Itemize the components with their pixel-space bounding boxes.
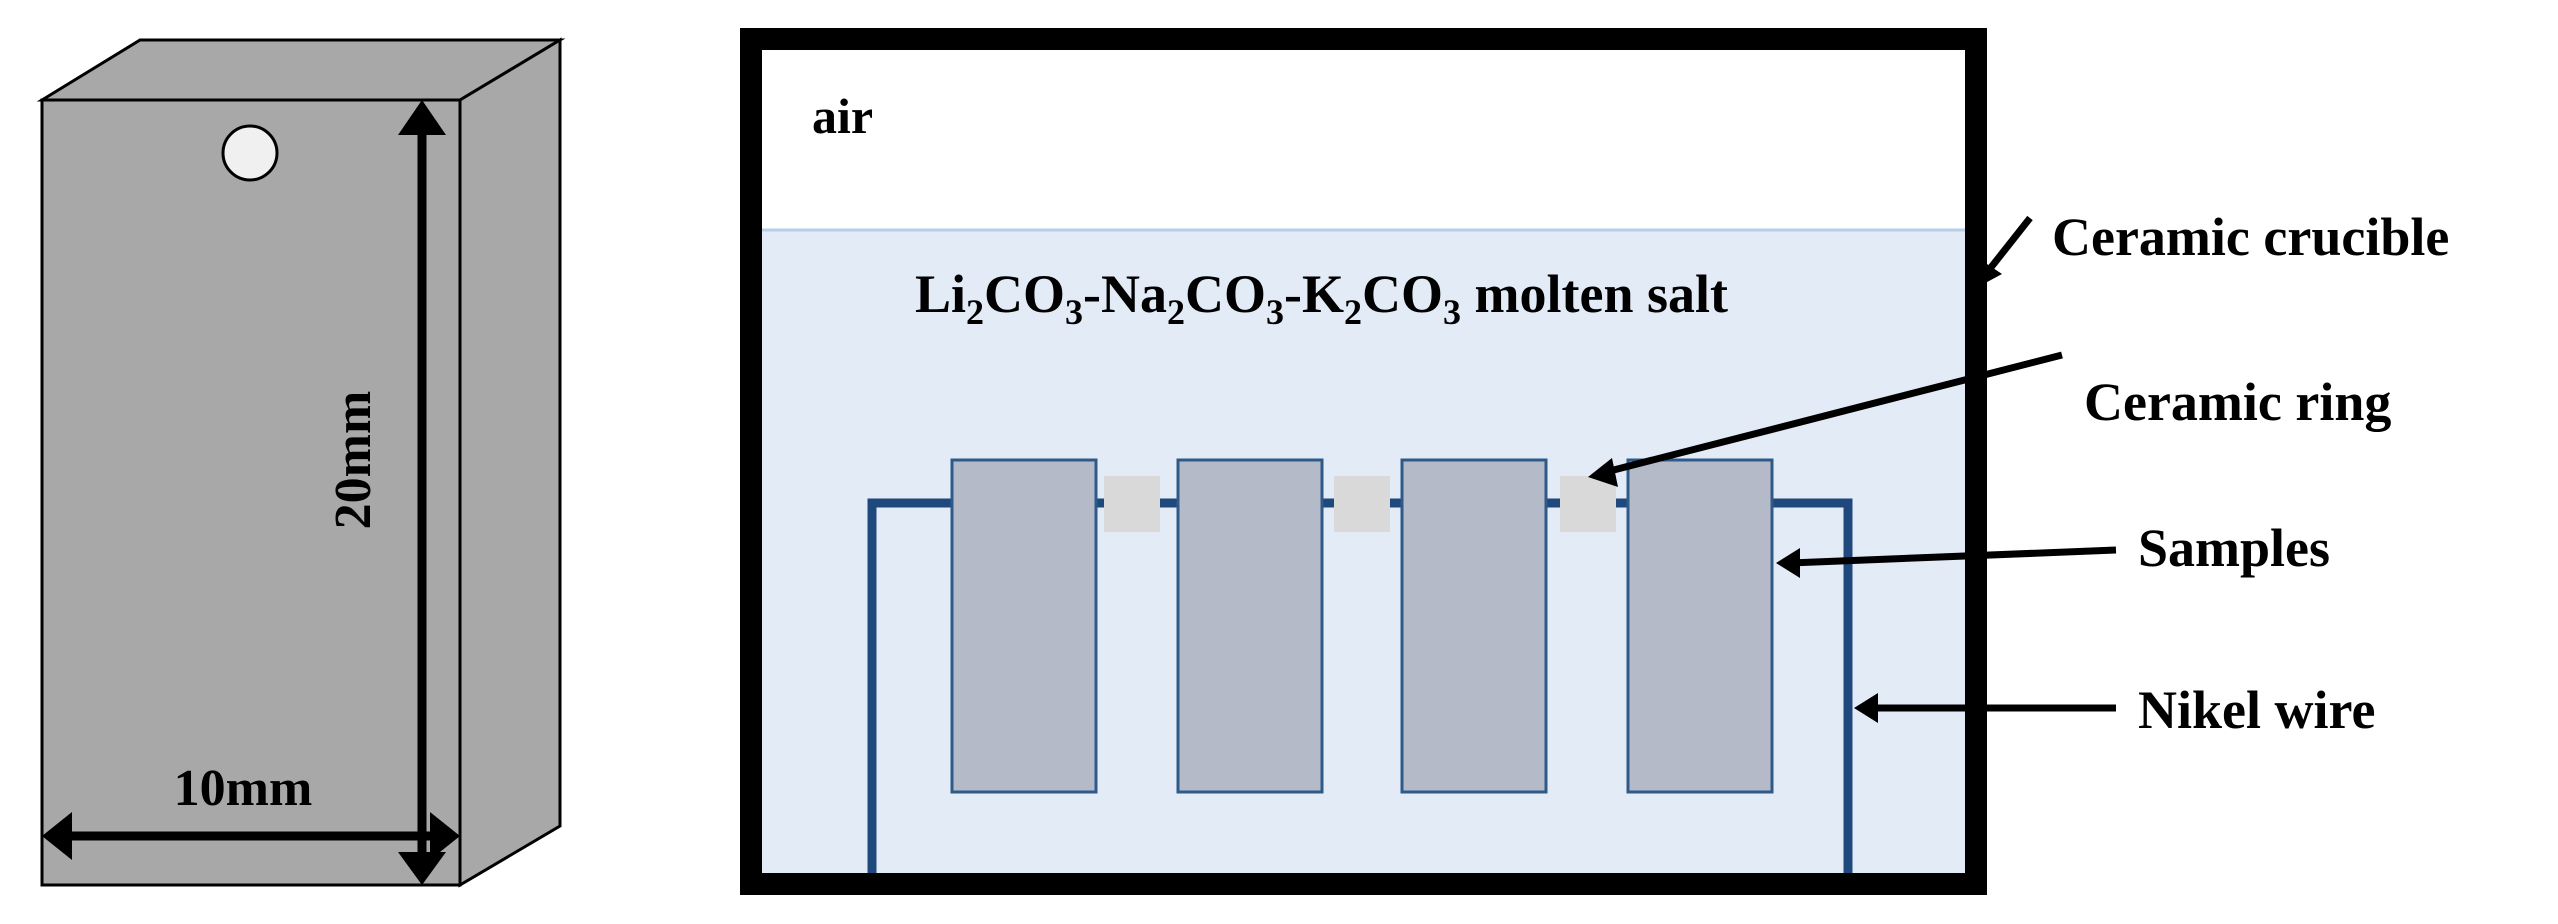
ceramic-ring [1560,476,1616,532]
sample-plate [1400,458,1548,794]
molten-salt-region [762,230,1965,873]
callout-arrow-samples [1789,546,2117,567]
block-front-face [40,98,462,887]
ceramic-crucible [740,28,1987,895]
sample-plate [950,458,1098,794]
salt-label: Li2CO3-Na2CO3-K2CO3 molten salt [915,264,1728,332]
width-label: 10mm [174,760,313,817]
label-ceramic-ring: Ceramic ring [2084,372,2391,432]
sample-block: 20mm 10mm [36,37,566,888]
callouts: Ceramic crucible Ceramic ring Samples Ni… [1588,207,2449,740]
air-label: air [812,88,873,144]
label-ceramic-crucible: Ceramic crucible [2052,207,2449,267]
callout-arrow-ring [1601,351,2063,477]
height-label: 20mm [325,391,382,530]
ceramic-ring [1334,476,1390,532]
label-samples: Samples [2138,518,2330,578]
sample-plate [1176,458,1324,794]
crucible-assembly: air Li2CO3-Na2CO3-K2CO3 molten salt [740,28,1987,895]
callout-arrow-crucible [1982,215,2033,278]
block-right-face [458,37,562,888]
sample-plate [1626,458,1774,794]
hole-icon [221,124,279,182]
ceramic-ring [1104,476,1160,532]
label-nickel-wire: Nikel wire [2138,680,2375,740]
